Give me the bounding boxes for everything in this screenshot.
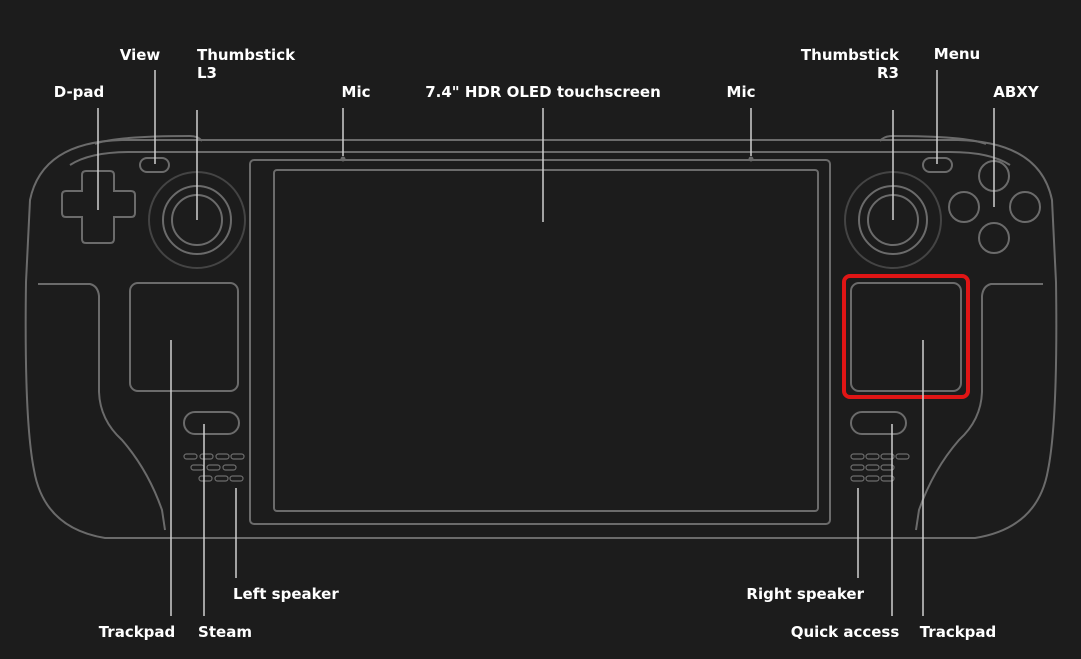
label-mic-left: Mic xyxy=(341,83,371,101)
label-thumbstick-l3-line2: L3 xyxy=(197,64,217,82)
quick-access-button xyxy=(850,411,907,435)
b-button xyxy=(1009,191,1041,223)
body-rim xyxy=(69,151,1011,166)
right-bumper xyxy=(879,134,987,145)
label-thumbstick-l3-line1: Thumbstick xyxy=(197,46,296,64)
label-steam: Steam xyxy=(198,623,252,641)
label-screen: 7.4" HDR OLED touchscreen xyxy=(425,83,661,101)
left-bumper xyxy=(94,134,203,145)
trackpad-highlight-box xyxy=(842,274,970,399)
left-mic xyxy=(340,156,346,162)
left-trackpad xyxy=(129,282,239,392)
label-right-speaker: Right speaker xyxy=(746,585,864,603)
a-button xyxy=(978,222,1010,254)
steam-button xyxy=(183,411,240,435)
label-view: View xyxy=(119,46,161,64)
x-button xyxy=(948,191,980,223)
right-speaker-grille xyxy=(850,453,910,482)
label-thumbstick-r3: Thumbstick R3 xyxy=(801,46,899,82)
label-thumbstick-r3-line2: R3 xyxy=(877,64,899,82)
leader-lines xyxy=(97,70,995,616)
label-mic-right: Mic xyxy=(726,83,756,101)
right-grip-contour xyxy=(915,283,1043,531)
label-thumbstick-l3: Thumbstick L3 xyxy=(197,46,295,82)
screen-bezel xyxy=(249,159,831,525)
label-left-speaker: Left speaker xyxy=(233,585,339,603)
label-menu: Menu xyxy=(933,45,981,63)
label-dpad: D-pad xyxy=(53,83,105,101)
label-quick-access: Quick access xyxy=(790,623,900,641)
touchscreen-display xyxy=(273,169,819,512)
label-thumbstick-r3-line1: Thumbstick xyxy=(800,46,899,64)
label-abxy: ABXY xyxy=(993,83,1039,101)
label-trackpad-right: Trackpad xyxy=(919,623,997,641)
right-trackpad xyxy=(850,282,962,392)
right-mic xyxy=(748,156,754,162)
dpad-shape xyxy=(61,170,136,244)
device-outline xyxy=(24,134,1058,539)
label-trackpad-left: Trackpad xyxy=(98,623,176,641)
left-speaker-grille xyxy=(183,453,245,482)
left-grip-contour xyxy=(38,283,166,531)
device-body xyxy=(24,139,1058,539)
